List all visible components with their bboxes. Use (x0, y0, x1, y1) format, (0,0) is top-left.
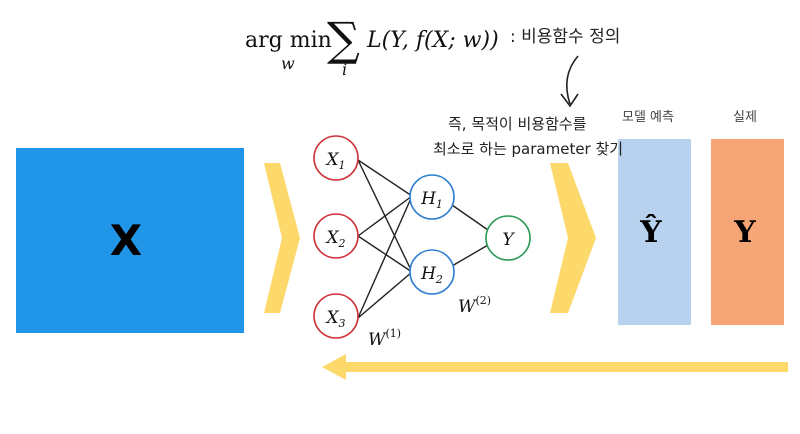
actual-box-label: Y (733, 215, 756, 250)
hidden-node-1-label: H1 (420, 189, 443, 211)
weights-2-label: W(2) (458, 294, 491, 317)
edge-x3-h1 (357, 195, 413, 319)
prediction-box (618, 139, 691, 325)
input-node-2 (313, 213, 359, 259)
hidden-node-2 (409, 249, 455, 295)
output-node (485, 215, 531, 261)
loss-function-text: L(Y, f(X; w)) (367, 28, 499, 53)
argmin-text: arg min (245, 28, 332, 53)
loss-definition-note: : 비용함수 정의 (510, 27, 621, 47)
goal-note-line-2: 최소로 하는 parameter 찾기 (433, 140, 624, 158)
actual-caption: 실제 (733, 110, 757, 125)
edge-h2-y (451, 244, 489, 267)
connections-layer-1 (357, 159, 413, 319)
output-node-label: Y (502, 230, 515, 250)
forward-arrow-1 (264, 163, 300, 313)
weights-1-label: W(1) (368, 327, 401, 350)
input-box-label: X (110, 216, 142, 265)
sum-symbol: ∑ (327, 12, 360, 66)
prediction-caption: 모델 예측 (622, 110, 674, 125)
backward-arrow-head (322, 354, 346, 380)
edge-x1-h1 (357, 159, 413, 197)
argmin-subscript: w (281, 54, 295, 73)
input-node-1-label: X1 (324, 150, 345, 172)
goal-note-line-1: 즉, 목적이 비용함수를 (448, 115, 587, 133)
input-box (16, 148, 244, 333)
input-node-3 (313, 293, 359, 339)
input-node-3-label: X3 (324, 308, 345, 330)
hidden-node-1 (409, 174, 455, 220)
hidden-node-2-label: H2 (420, 264, 443, 286)
connections-layer-2 (451, 204, 489, 267)
edge-x2-h2 (357, 235, 413, 273)
input-node-2-label: X2 (324, 228, 345, 250)
edge-x3-h2 (357, 271, 413, 319)
note-arrow (565, 55, 579, 105)
backward-arrow-shaft (344, 362, 788, 372)
input-node-1 (313, 135, 359, 181)
forward-arrow-2 (550, 163, 596, 313)
note-arrow-head (560, 93, 579, 108)
actual-box (711, 139, 784, 325)
prediction-box-label: Ŷ (639, 214, 662, 250)
sum-subscript: i (342, 60, 348, 79)
edge-x2-h1 (357, 195, 413, 237)
edge-h1-y (451, 204, 489, 231)
